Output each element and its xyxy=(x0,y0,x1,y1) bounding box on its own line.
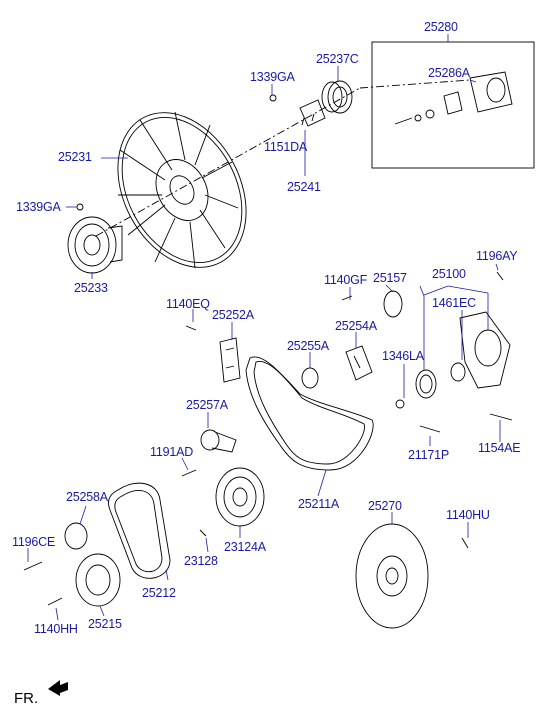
label-1196ce: 1196CE xyxy=(12,535,56,549)
label-25286a: 25286A xyxy=(428,66,470,80)
tensioner-bracket xyxy=(219,337,241,383)
water-pump xyxy=(383,290,511,409)
pump-pulley xyxy=(321,80,353,114)
label-25211a: 25211A xyxy=(298,497,339,511)
label-25254a: 25254A xyxy=(335,319,377,333)
label-25231: 25231 xyxy=(58,150,92,164)
bolt-1140gf xyxy=(341,295,353,301)
label-25100: 25100 xyxy=(432,267,466,281)
label-21171p: 21171P xyxy=(408,448,449,462)
water-pump-kit-box xyxy=(371,41,535,169)
idler-25258a xyxy=(64,522,88,550)
stud-1154ae xyxy=(489,413,513,421)
label-25257a: 25257A xyxy=(186,398,228,412)
tensioner xyxy=(345,345,373,381)
label-25157: 25157 xyxy=(373,271,407,285)
label-25252a: 25252A xyxy=(212,308,254,322)
water-pump-assembly-top xyxy=(394,71,513,125)
label-23128: 23128 xyxy=(184,554,218,568)
label-25255a: 25255A xyxy=(287,339,329,353)
belt-tensioner xyxy=(200,429,237,453)
drive-belt xyxy=(245,356,374,471)
dowel-21171p xyxy=(419,425,441,433)
damper-pulley xyxy=(75,553,121,607)
fan-clutch xyxy=(67,216,123,274)
label-25212: 25212 xyxy=(142,586,176,600)
label-25270: 25270 xyxy=(368,499,402,513)
label-23124a: 23124A xyxy=(224,540,266,554)
bolt-1140eq xyxy=(185,325,197,331)
accessory-belt xyxy=(107,482,171,579)
bolt-1191ad xyxy=(181,469,197,477)
bolt-1140hu xyxy=(461,537,469,549)
front-arrow-icon xyxy=(48,680,68,696)
label-1140gf: 1140GF xyxy=(324,273,368,287)
label-25233: 25233 xyxy=(74,281,108,295)
label-1339ga-left: 1339GA xyxy=(16,200,61,214)
idler-pulley xyxy=(301,367,319,389)
cooling-fan xyxy=(117,111,247,269)
bolt-1140hh xyxy=(47,597,63,606)
pulley-25270 xyxy=(355,523,429,629)
label-25280: 25280 xyxy=(424,20,458,34)
label-25241: 25241 xyxy=(287,180,321,194)
label-25237c: 25237C xyxy=(316,52,359,66)
label-1461ec: 1461EC xyxy=(432,296,476,310)
label-1339ga-top: 1339GA xyxy=(250,70,295,84)
label-1191ad: 1191AD xyxy=(150,445,194,459)
label-25258a: 25258A xyxy=(66,490,108,504)
label-1154ae: 1154AE xyxy=(478,441,521,455)
bolt-1196ay xyxy=(496,271,504,281)
label-1151da: 1151DA xyxy=(264,140,308,154)
bolt-23128 xyxy=(199,529,207,537)
bolt-1196ce xyxy=(23,561,43,571)
label-1140hh: 1140HH xyxy=(34,622,78,636)
label-1140eq: 1140EQ xyxy=(166,297,210,311)
label-25215: 25215 xyxy=(88,617,122,631)
label-1196ay: 1196AY xyxy=(476,249,518,263)
fan-bracket xyxy=(299,99,326,127)
front-orientation-label: FR. xyxy=(14,690,39,707)
label-1346la: 1346LA xyxy=(382,349,424,363)
label-1140hu: 1140HU xyxy=(446,508,490,522)
crankshaft-pulley xyxy=(215,467,265,527)
